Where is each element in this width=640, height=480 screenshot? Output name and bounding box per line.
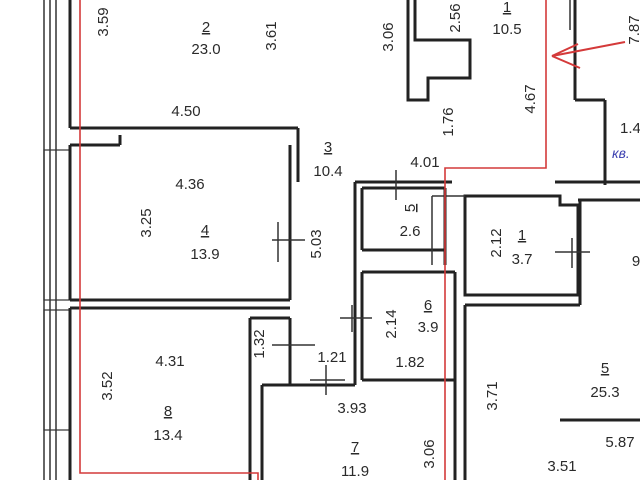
room-5a-area: 2.6 xyxy=(400,223,421,240)
dim-3-71: 3.71 xyxy=(484,381,501,410)
dim-2-12: 2.12 xyxy=(488,228,505,257)
room-6-area: 3.9 xyxy=(418,319,439,336)
dim-1-82: 1.82 xyxy=(395,354,424,371)
dim-5-03: 5.03 xyxy=(308,229,325,258)
door-marks xyxy=(272,170,590,395)
left-facade xyxy=(43,0,71,480)
dimension-labels: 3.59 3.61 3.06 2.56 7.87 4.50 4.67 1.76 … xyxy=(95,3,640,475)
dim-3-06-bottom: 3.06 xyxy=(421,439,438,468)
dim-3-59: 3.59 xyxy=(95,7,112,36)
dim-3-06-top: 3.06 xyxy=(380,22,397,51)
dim-7-87: 7.87 xyxy=(626,15,640,44)
room-2-area: 23.0 xyxy=(191,41,220,58)
apartment-boundary xyxy=(79,0,547,480)
room-1b-number: 1 xyxy=(518,227,526,244)
dim-1-76: 1.76 xyxy=(440,107,457,136)
room-1b-area: 3.7 xyxy=(512,251,533,268)
room-1-top-area: 10.5 xyxy=(492,21,521,38)
room-4-number: 4 xyxy=(201,222,209,239)
room-8-number: 8 xyxy=(164,403,172,420)
dim-1-32: 1.32 xyxy=(251,329,268,358)
walls xyxy=(68,0,640,480)
room-1-top-number: 1 xyxy=(503,0,511,16)
room-4-area: 13.9 xyxy=(190,246,219,263)
dim-3-52: 3.52 xyxy=(99,371,116,400)
dim-3-51: 3.51 xyxy=(547,458,576,475)
room-7-area: 11.9 xyxy=(341,463,369,480)
room-5b-area: 25.3 xyxy=(590,384,619,401)
dim-4-01: 4.01 xyxy=(410,154,439,171)
dim-3-25: 3.25 xyxy=(138,208,155,237)
dim-4-36: 4.36 xyxy=(175,176,204,193)
room-3-area: 10.4 xyxy=(313,163,342,180)
room-8-area: 13.4 xyxy=(153,427,182,444)
room-2-number: 2 xyxy=(202,19,210,36)
room-7-number: 7 xyxy=(351,439,359,456)
dim-5-87: 5.87 xyxy=(605,434,634,451)
dim-2-14: 2.14 xyxy=(383,309,400,338)
dim-4-31: 4.31 xyxy=(155,353,184,370)
dim-4-67: 4.67 xyxy=(522,84,539,113)
arrow-icon xyxy=(551,41,626,69)
dim-9: 9 xyxy=(632,253,640,270)
room-5b-number: 5 xyxy=(601,360,609,377)
dim-3-61: 3.61 xyxy=(263,21,280,50)
dim-1-21: 1.21 xyxy=(317,349,346,366)
dim-1-4: 1.4 xyxy=(620,120,640,137)
dim-2-56: 2.56 xyxy=(447,3,464,32)
room-6-number: 6 xyxy=(424,297,432,314)
dim-4-50: 4.50 xyxy=(171,103,200,120)
room-5a-number: 5 xyxy=(402,204,419,212)
room-labels: 2 23.0 1 10.5 3 10.4 4 13.9 5 2.6 1 3.7 … xyxy=(153,0,619,480)
dim-3-93: 3.93 xyxy=(337,400,366,417)
apartment-label: кв. xyxy=(612,145,630,161)
room-3-number: 3 xyxy=(324,139,332,156)
